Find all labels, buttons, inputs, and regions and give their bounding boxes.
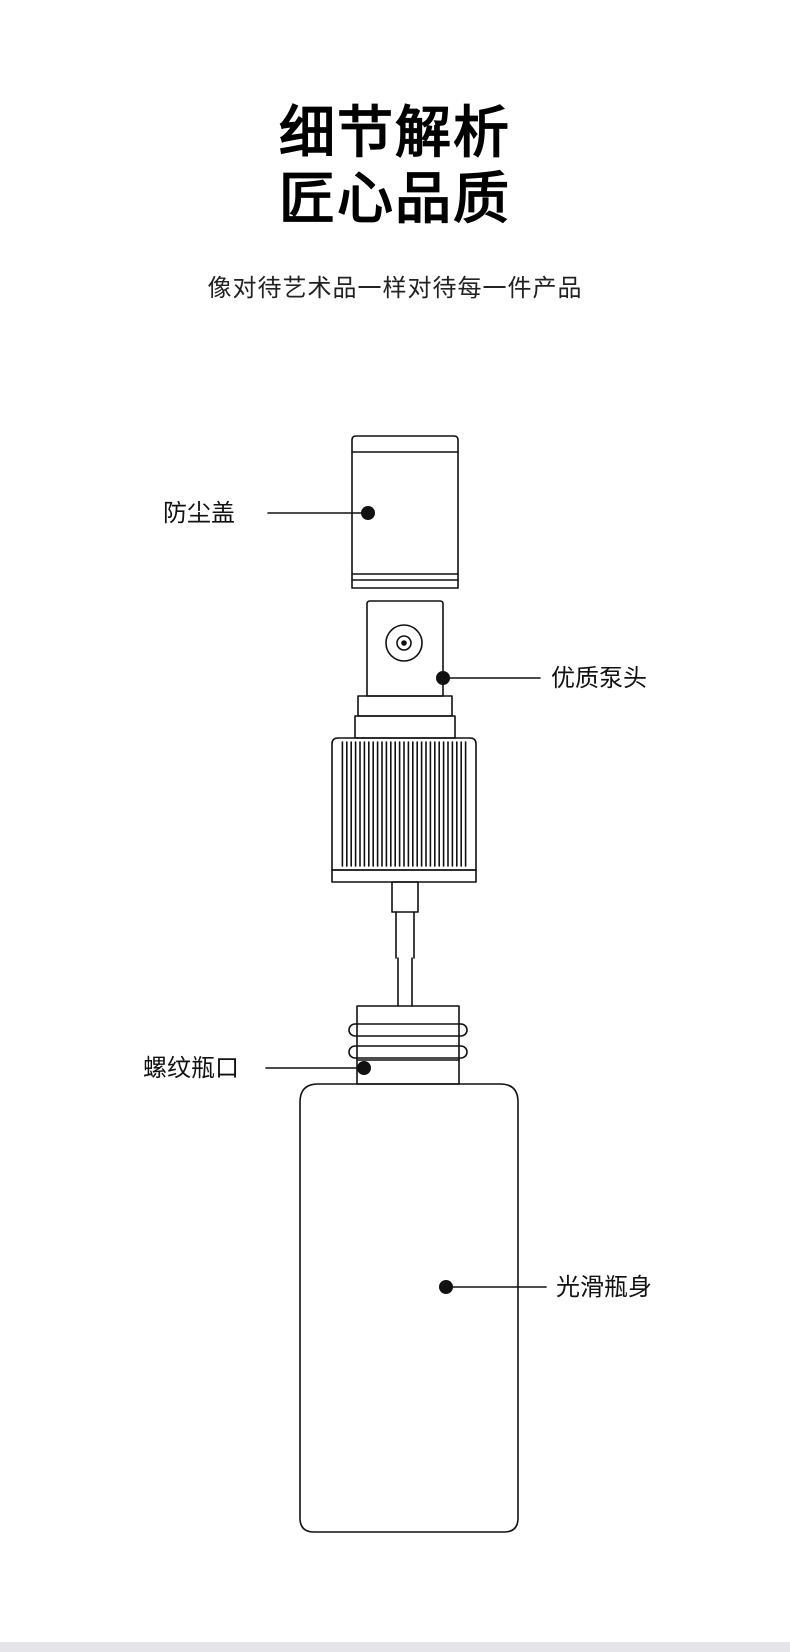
bottle-body-shape	[299, 1083, 519, 1533]
footer-divider	[0, 1642, 790, 1652]
callout-threaded-neck: 螺纹瓶口	[143, 1054, 239, 1082]
smooth-body-marker	[439, 1280, 453, 1294]
callout-dust-cap: 防尘盖	[163, 499, 235, 527]
page-subtitle: 像对待艺术品一样对待每一件产品	[207, 274, 583, 302]
pump-actuator-shape	[354, 600, 456, 739]
threaded-neck-marker	[357, 1061, 371, 1075]
page-title-line-2: 匠心品质	[279, 167, 511, 232]
pump-head-marker	[436, 671, 450, 685]
pump-stem-shape	[391, 881, 419, 1007]
page-title-line-1: 细节解析	[279, 101, 511, 166]
callout-smooth-body: 光滑瓶身	[556, 1273, 652, 1301]
dust-cap-marker	[361, 506, 375, 520]
dust-cap-shape	[351, 435, 459, 589]
threaded-neck-shape	[348, 1005, 468, 1085]
callout-pump-head: 优质泵头	[551, 664, 647, 692]
ribbed-collar-shape	[331, 737, 477, 883]
